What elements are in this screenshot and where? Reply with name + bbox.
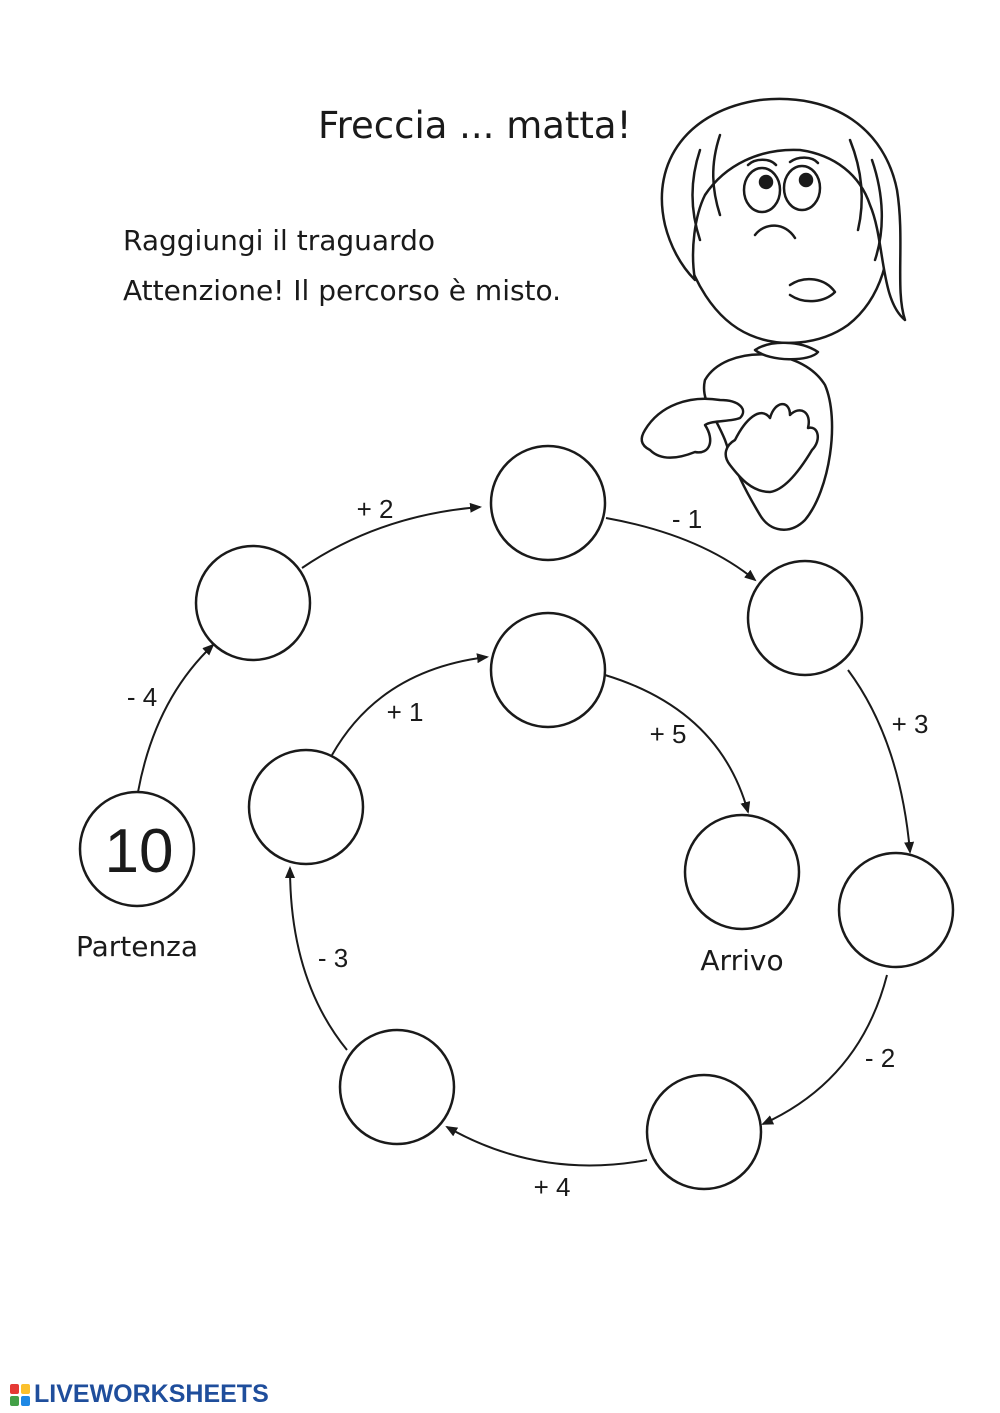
arrow-6-to-7 bbox=[285, 866, 348, 1051]
answer-circle-3[interactable] bbox=[746, 559, 864, 677]
start-node: 10 Partenza bbox=[76, 790, 198, 963]
operation-label: - 1 bbox=[672, 504, 702, 534]
answer-circle-2[interactable] bbox=[489, 444, 607, 562]
operation-label: + 3 bbox=[892, 709, 929, 739]
answer-circle-7[interactable] bbox=[247, 748, 365, 866]
instruction-line-2: Attenzione! Il percorso è misto. bbox=[123, 274, 562, 307]
operation-label: + 1 bbox=[387, 697, 424, 727]
answer-circle-4[interactable] bbox=[837, 851, 955, 969]
liveworksheets-logo-icon bbox=[10, 1383, 30, 1406]
operation-label: + 4 bbox=[534, 1172, 571, 1202]
arrow-1-to-2 bbox=[301, 502, 482, 569]
finish-label: Arrivo bbox=[700, 944, 783, 977]
worried-child-illustration bbox=[640, 97, 907, 531]
arrow-7-to-8 bbox=[331, 653, 489, 756]
arrow-start-to-1 bbox=[137, 643, 215, 793]
operation-labels: - 4 + 2 - 1 + 3 - 2 + 4 - 3 + 1 + 5 bbox=[127, 494, 929, 1202]
logo-square bbox=[10, 1395, 19, 1406]
start-label: Partenza bbox=[76, 930, 198, 963]
answer-circle-1[interactable] bbox=[194, 544, 312, 662]
arrow-5-to-6 bbox=[445, 1126, 648, 1167]
worksheet-title: Freccia ... matta! bbox=[318, 104, 632, 147]
logo-square bbox=[21, 1395, 30, 1406]
answer-circle-6[interactable] bbox=[338, 1028, 456, 1146]
arrow-4-to-5 bbox=[761, 974, 888, 1125]
answer-circle-8[interactable] bbox=[489, 611, 607, 729]
operation-label: - 2 bbox=[865, 1043, 895, 1073]
arrow-2-to-3 bbox=[605, 517, 757, 582]
answer-circle-5[interactable] bbox=[645, 1073, 763, 1191]
operation-label: + 5 bbox=[650, 719, 687, 749]
instruction-line-1: Raggiungi il traguardo bbox=[123, 224, 435, 257]
brand-name: LIVEWORKSHEETS bbox=[34, 1380, 269, 1408]
logo-square bbox=[10, 1383, 19, 1394]
arrow-connectors bbox=[137, 502, 915, 1167]
operation-label: - 4 bbox=[127, 682, 157, 712]
arrow-3-to-4 bbox=[847, 669, 915, 854]
arrow-8-to-finish bbox=[604, 674, 751, 814]
logo-square bbox=[21, 1383, 30, 1394]
start-value: 10 bbox=[105, 817, 174, 886]
finish-circle[interactable] bbox=[683, 813, 801, 931]
operation-label: - 3 bbox=[318, 943, 348, 973]
operation-label: + 2 bbox=[357, 494, 394, 524]
start-circle bbox=[78, 790, 196, 908]
answer-circles[interactable] bbox=[194, 444, 955, 1191]
footer-brand: LIVEWORKSHEETS bbox=[10, 1380, 269, 1409]
